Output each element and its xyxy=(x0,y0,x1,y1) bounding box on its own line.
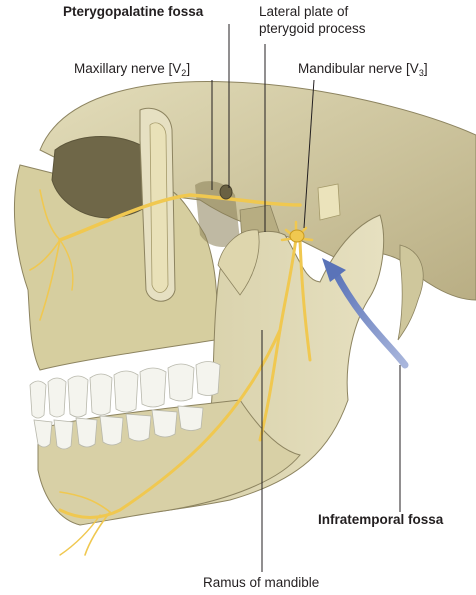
upper-teeth xyxy=(29,361,221,419)
mandibular-nerve-close: ] xyxy=(423,61,428,76)
mandibular-nerve-subscript: 3 xyxy=(418,68,424,78)
zygomatic-cut-surface xyxy=(149,122,169,293)
infratemporal-fossa-arrow xyxy=(331,268,409,369)
maxillary-nerve-subscript: 2 xyxy=(181,68,187,78)
mandibular-nerve-text: Mandibular nerve [V xyxy=(298,61,419,76)
label-pterygopalatine-fossa: Pterygopalatine fossa xyxy=(63,4,204,19)
label-ramus-of-mandible: Ramus of mandible xyxy=(203,575,320,590)
coronoid-process xyxy=(217,229,260,296)
maxillary-nerve-text: Maxillary nerve [V xyxy=(74,61,182,76)
label-mandibular-nerve: Mandibular nerve [V3] xyxy=(298,61,428,78)
label-infratemporal-fossa: Infratemporal fossa xyxy=(318,512,444,527)
label-lateral-plate-line2: pterygoid process xyxy=(259,21,366,36)
articular-tubercle-cut xyxy=(317,183,341,221)
label-maxillary-nerve: Maxillary nerve [V2] xyxy=(74,61,191,78)
lower-teeth xyxy=(33,405,204,450)
label-lateral-plate-line1: Lateral plate of xyxy=(259,4,349,19)
leader-lines xyxy=(211,24,401,572)
styloid-process xyxy=(397,244,424,341)
maxillary-nerve-close: ] xyxy=(186,61,191,76)
mandibular-nerve-ganglion xyxy=(289,229,305,243)
pterygopalatine-ganglion xyxy=(219,184,233,200)
arrow-head xyxy=(322,258,346,282)
